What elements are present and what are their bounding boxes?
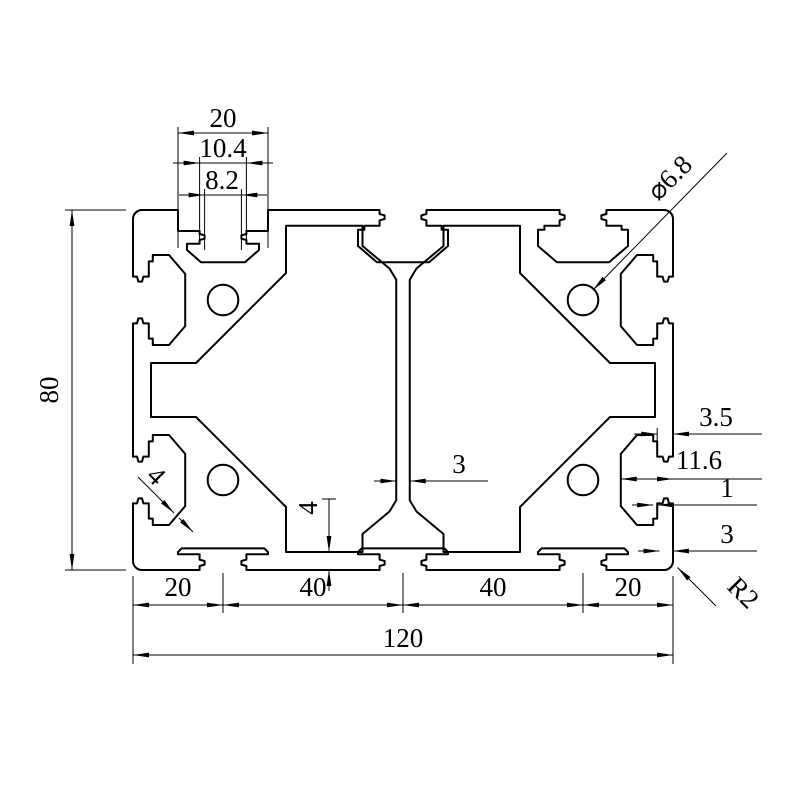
label-top-slot-opening: 8.2 <box>205 165 239 195</box>
label-total-width: 120 <box>383 623 424 653</box>
label-slot-wall: 4 <box>141 460 172 491</box>
dim-arrow <box>137 476 175 514</box>
profile-geometry <box>132 209 674 571</box>
label-lip-thickness: 3.5 <box>699 402 733 432</box>
label-hole-diameter: ⌀6.8 <box>641 149 698 206</box>
corner-hole-top-left <box>206 283 240 317</box>
label-web-thickness: 3 <box>452 449 466 479</box>
profile-outline <box>132 209 674 571</box>
label-bottom-40-left: 40 <box>300 572 327 602</box>
hole-leader <box>592 152 728 291</box>
label-wall: 3 <box>720 519 734 549</box>
cavity-right <box>408 224 656 553</box>
dimension-lines <box>65 127 762 664</box>
label-corner-radius: R2 <box>722 571 765 614</box>
label-floor-wall: 4 <box>293 501 323 515</box>
label-top-slot-mid: 10.4 <box>199 133 247 163</box>
label-top-slot-outer: 20 <box>210 103 237 133</box>
label-bottom-20-left: 20 <box>165 572 192 602</box>
radius-leader <box>677 567 717 607</box>
label-slot-depth: 11.6 <box>676 445 722 475</box>
dim-arrow <box>178 517 194 533</box>
label-height: 80 <box>34 377 64 404</box>
label-bottom-20-right: 20 <box>615 572 642 602</box>
cavity-left <box>150 224 398 553</box>
label-nub: 1 <box>720 473 734 503</box>
corner-hole-bottom-right <box>566 463 600 497</box>
corner-hole-bottom-left <box>206 463 240 497</box>
label-bottom-40-right: 40 <box>480 572 507 602</box>
corner-hole-top-right <box>566 283 600 317</box>
